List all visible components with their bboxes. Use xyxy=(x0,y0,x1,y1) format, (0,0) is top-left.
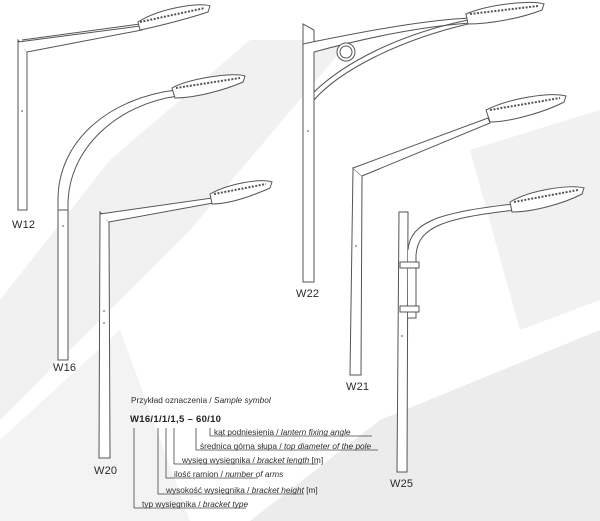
legend-item-arms-en: number of arms xyxy=(225,469,284,479)
pole-label-w16: W16 xyxy=(53,362,77,374)
pole-label-w20: W20 xyxy=(94,465,118,477)
legend-item-diameter-pl: średnica górna słupa xyxy=(200,441,278,451)
pole-w25 xyxy=(396,186,585,473)
pole-label-w25: W25 xyxy=(390,478,414,490)
legend-item-height-pl: wysokość wysięgnika xyxy=(166,485,245,495)
legend-item-angle-en: lantern fixing angle xyxy=(280,427,351,437)
legend-bracket-lines xyxy=(133,428,378,509)
bg-band-top xyxy=(0,40,350,420)
bg-band-left xyxy=(0,330,190,521)
legend-item-angle-pl: kąt podniesienia xyxy=(214,427,274,437)
legend-item-type-pl: typ wysięgnika xyxy=(142,499,196,509)
legend-item-length-en: bracket length xyxy=(257,455,310,465)
legend-item-type: typ wysięgnika / bracket type xyxy=(142,499,249,509)
legend-item-height-en: bracket height xyxy=(251,485,304,495)
pole-w22 xyxy=(302,1,545,283)
legend-item-diameter: średnica górna słupa / top diameter of t… xyxy=(200,441,372,451)
pole-w20 xyxy=(98,180,273,459)
legend-item-angle: kąt podniesienia / lantern fixing angle xyxy=(214,427,351,437)
legend-item-arms: ilość ramion / number of arms xyxy=(174,469,284,479)
legend-item-height-unit: [m] xyxy=(306,485,318,495)
legend-item-height: wysokość wysięgnika / bracket height [m] xyxy=(166,485,318,495)
legend-header-en: Sample symbol xyxy=(214,395,271,405)
legend-item-type-en: bracket type xyxy=(202,499,249,509)
legend-item-length-pl: wysięg wysięgnika xyxy=(182,455,251,465)
pole-label-w12: W12 xyxy=(12,219,36,231)
bg-band-right xyxy=(470,110,600,330)
legend-item-length-unit: [m] xyxy=(311,455,324,465)
pole-w12 xyxy=(17,4,211,211)
legend-item-length: wysięg wysięgnika / bracket length [m] xyxy=(182,455,324,465)
pole-label-w22: W22 xyxy=(296,288,320,300)
bg-band-bottom xyxy=(250,330,600,521)
legend-item-diameter-en: top diameter of the pole xyxy=(283,441,372,451)
pole-w21 xyxy=(349,94,567,376)
legend-header: Przykład oznaczenia / Sample symbol xyxy=(131,395,271,405)
sample-code: W16/1/1/1,5 – 60/10 xyxy=(130,414,222,425)
pole-label-w21: W21 xyxy=(346,381,370,393)
legend-header-pl: Przykład oznaczenia xyxy=(131,395,208,405)
pole-w16 xyxy=(57,74,246,361)
legend-item-arms-pl: ilość ramion xyxy=(174,469,219,479)
